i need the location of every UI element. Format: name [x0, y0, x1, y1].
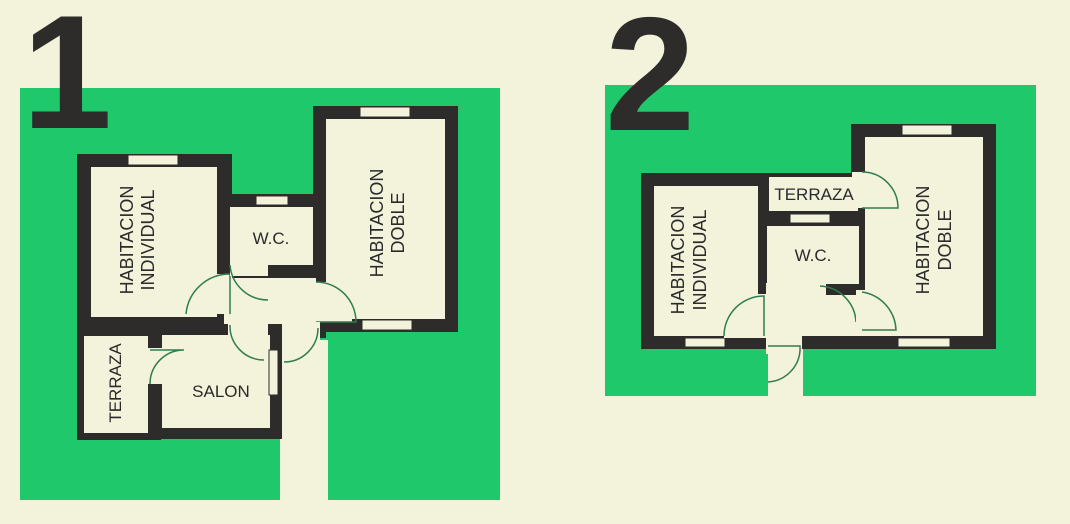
plan-2-door-opening	[852, 172, 866, 208]
plan-1-label-individual-line2: INDIVIDUAL	[138, 189, 158, 290]
plan-2-label-terraza: TERRAZA	[774, 185, 854, 204]
plan-1-window	[268, 349, 279, 396]
plan-2-label-doble-line2: DOBLE	[935, 209, 955, 270]
plan-1-label-doble-line2: DOBLE	[388, 192, 408, 253]
plan-1-label-individual-line1: HABITACION	[117, 186, 137, 295]
plan-1-door-swing	[185, 273, 231, 315]
plan-2-room-wc	[767, 226, 859, 284]
plan-1-room-wc	[230, 207, 313, 265]
plan-1-door-swing	[283, 327, 319, 363]
plan-2-window	[684, 337, 726, 348]
plan-1-door-swing	[149, 349, 185, 385]
plan-1-door-swing	[229, 324, 265, 361]
plan-2-label-individual-line1: HABITACION	[668, 206, 688, 315]
plan-2-window	[897, 337, 951, 348]
plan-2-room-terraza	[769, 177, 858, 211]
plan-2-door-swing	[723, 295, 765, 337]
plan-2-room-hall	[763, 295, 863, 336]
plan-2-label-individual-line2: INDIVIDUAL	[690, 209, 710, 310]
plan-2-number: 2	[605, 0, 695, 165]
plan-1-label-doble-line1: HABITACION	[367, 169, 387, 278]
plan-2: 2 HABITACION INDIVIDUAL HABITACION DOBLE…	[605, 0, 1036, 396]
plan-1-door-opening	[230, 262, 268, 276]
plan-1-door-swing	[229, 264, 269, 301]
plan-1-window	[361, 319, 413, 331]
plan-1-label-salon: SALON	[192, 382, 250, 401]
plan-1-door-opening	[282, 322, 320, 342]
plan-2-door-swing	[861, 291, 897, 331]
plan-1-number: 1	[22, 0, 112, 163]
plan-1-door-opening	[310, 282, 352, 322]
plan-2-label-wc: W.C.	[795, 246, 832, 265]
plan-2-window	[789, 213, 831, 224]
plan-1-window	[255, 195, 289, 206]
plan-1-label-wc: W.C.	[253, 229, 290, 248]
plan-1-label-terraza: TERRAZA	[106, 343, 125, 423]
plan-2-door-swing	[767, 345, 801, 383]
plan-1-window	[359, 106, 411, 118]
plan-1-room-terraza	[84, 336, 148, 433]
plan-2-door-swing	[819, 285, 857, 323]
plan-2-door-swing	[861, 171, 899, 209]
plan-1-door-opening	[228, 320, 268, 340]
plan-2-door-opening	[766, 334, 802, 354]
plan-1-door-swing	[315, 281, 357, 323]
plan-1-window	[127, 154, 179, 166]
plan-1-room-hall	[224, 278, 316, 324]
plan-2-door-opening	[766, 283, 826, 297]
plan-2-window	[901, 124, 953, 136]
plan-2-label-doble-line1: HABITACION	[913, 186, 933, 295]
plan-1: 1 HABITACION INDIVIDUAL HABITACION DOBLE…	[20, 0, 500, 500]
